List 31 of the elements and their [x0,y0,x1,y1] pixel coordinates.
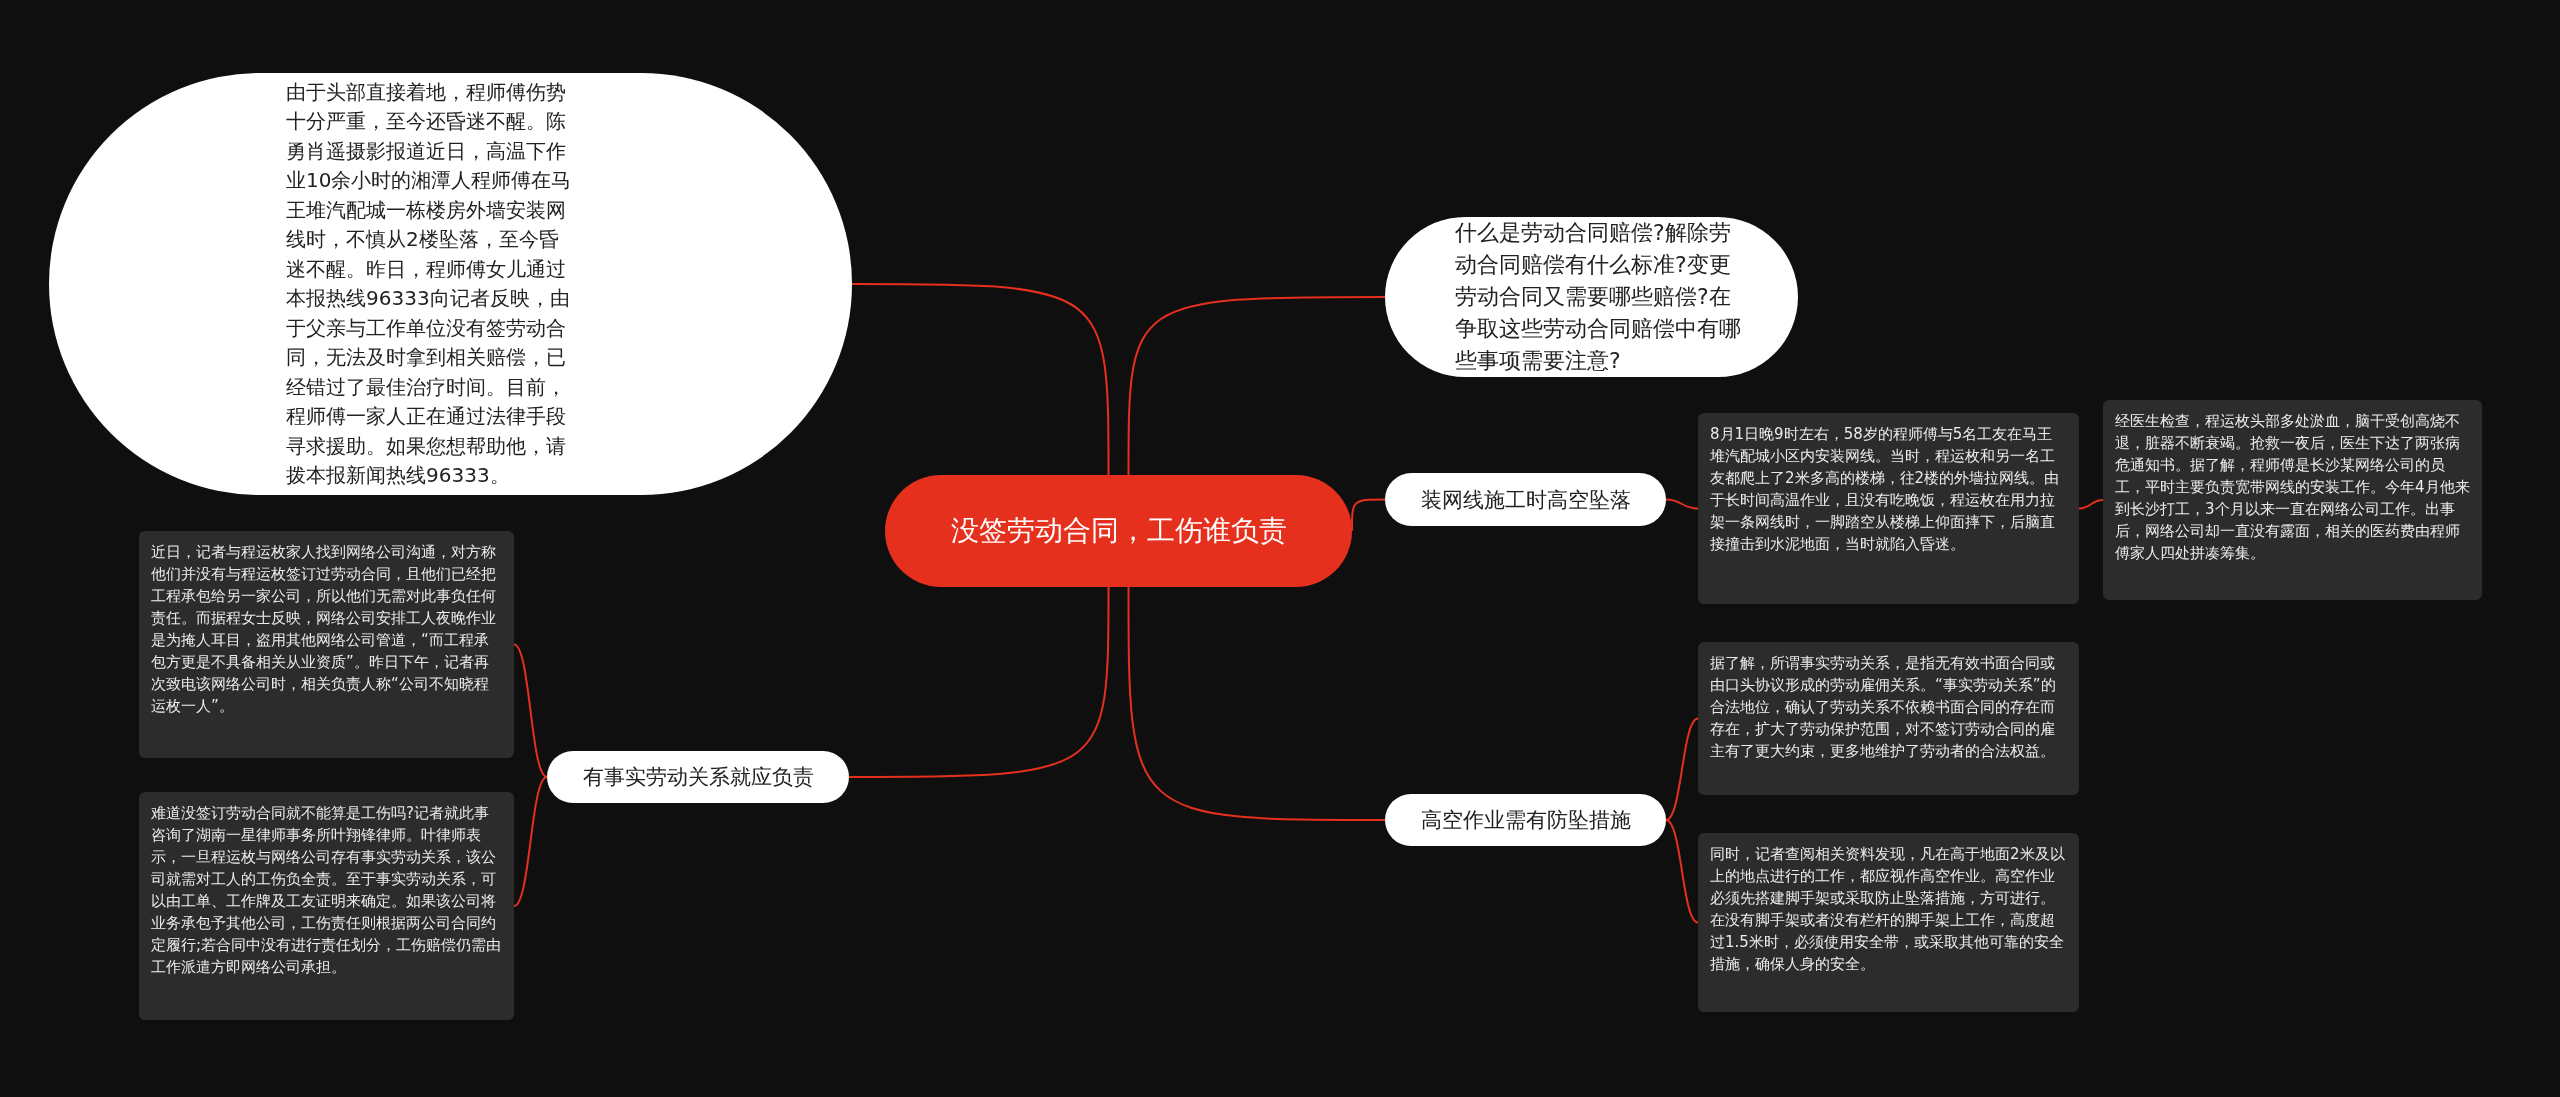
note-text: 据了解，所谓事实劳动关系，是指无有效书面合同或由口头协议形成的劳动雇佣关系。“事实劳动关系”的合法地位，确认了劳动关系不依赖书面合同的存在而存在，扩大了劳动保护范围，对不签订劳动合同的雇主有了更大约束，更多地维护了劳动者的合法权益。 [1710,653,2057,762]
connector-line [851,283,1110,476]
connector-line [513,643,548,778]
branch-topic [1385,473,1666,526]
topic-title: 没签劳动合同，工伤谁负责 [950,513,1287,549]
note-card [139,792,514,1020]
connector-line [1127,586,1386,821]
topic-label: 装网线施工时高空坠落 [1420,486,1631,514]
note-card [139,531,514,758]
note-card [1698,642,2079,795]
note-card [2103,400,2482,600]
connector-line [1665,819,1699,924]
connector-line [1665,717,1699,821]
note-card [1698,833,2079,1012]
connector-line [2078,499,2104,510]
note-text: 同时，记者查阅相关资料发现，凡在高于地面2米及以上的地点进行的工作，都应视作高空作业。高空作业必须先搭建脚手架或采取防止坠落措施，方可进行。在没有脚手架或者没有栏杆的脚手架上工作，高度超过1.5米时，必须使用安全带，或采取其他可靠的安全措施，确保人身的安全。 [1710,844,2066,975]
note-text: 8月1日晚9时左右，58岁的程师傅与5名工友在马王堆汽配城小区内安装网线。当时，程运枚和另一名工友都爬上了2米多高的楼梯，往2楼的外墙拉网线。由于长时间高温作业，且没有吃晚饭，程运枚在用力拉架一条网线时，一脚踏空从楼梯上仰面摔下，后脑直接撞击到水泥地面，当时就陷入昏迷。 [1710,424,2061,555]
connector-line [1127,296,1386,476]
topic-label: 有事实劳动关系就应负责 [582,764,814,791]
note-card [1698,413,2079,604]
branch-topic [1385,794,1666,846]
branch-topic [547,751,849,803]
connector-line [513,776,548,907]
note-text: 近日，记者与程运枚家人找到网络公司沟通，对方称他们并没有与程运枚签订过劳动合同，且他们已经把工程承包给另一家公司，所以他们无需对此事负任何责任。而据程女士反映，网络公司安排工人夜晚作业是为掩人耳目，盗用其他网络公司管道，“而工程承包方更是不具备相关从业资质”。昨日下午，记者再次致电该网络公司时，相关负责人称“公司不知晓程运枚一人”。 [151,542,497,717]
note-text: 经医生检查，程运枚头部多处淤血，脑干受创高烧不退，脏器不断衰竭。抢救一夜后，医生下达了两张病危通知书。据了解，程师傅是长沙某网络公司的员工，平时主要负责宽带网线的安装工作。今年4月他来到长沙打工，3个月以来一直在网络公司工作。出事后，网络公司却一直没有露面，相关的医药费由程师傅家人四处拼凑筹集。 [2115,411,2470,564]
connector-line [1665,498,1699,510]
bubble-text: 由于头部直接着地，程师傅伤势十分严重，至今还昏迷不醒。陈勇肖遥摄影报道近日，高温下作业10余小时的湘潭人程师傅在马王堆汽配城一栋楼房外墙安装网线时，不慎从2楼坠落，至今昏迷不醒。昨日，程师傅女儿通过本报热线96333向记者反映，由于父亲与工作单位没有签劳动合同，无法及时拿到相关赔偿，已经错过了最佳治疗时间。目前，程师傅一家人正在通过法律手段寻求援助。如果您想帮助他，请拨本报新闻热线96333。 [286,78,573,489]
connector-line [848,586,1110,778]
note-text: 难道没签订劳动合同就不能算是工伤吗?记者就此事咨询了湖南一星律师事务所叶翔锋律师。叶律师表示，一旦程运枚与网络公司存有事实劳动关系，该公司就需对工人的工伤负全责。至于事实劳动关系，可以由工单、工作牌及工友证明来确定。如果该公司将业务承包予其他公司，工伤责任则根据两公司合同约定履行;若合同中没有进行责任划分，工伤赔偿仍需由工作派遣方即网络公司承担。 [151,803,502,978]
topic-label: 高空作业需有防坠措施 [1420,807,1631,834]
bubble-text: 什么是劳动合同赔偿?解除劳动合同赔偿有什么标准?变更劳动合同又需要哪些赔偿?在争取这些劳动合同赔偿中有哪些事项需要注意? [1455,219,1742,375]
